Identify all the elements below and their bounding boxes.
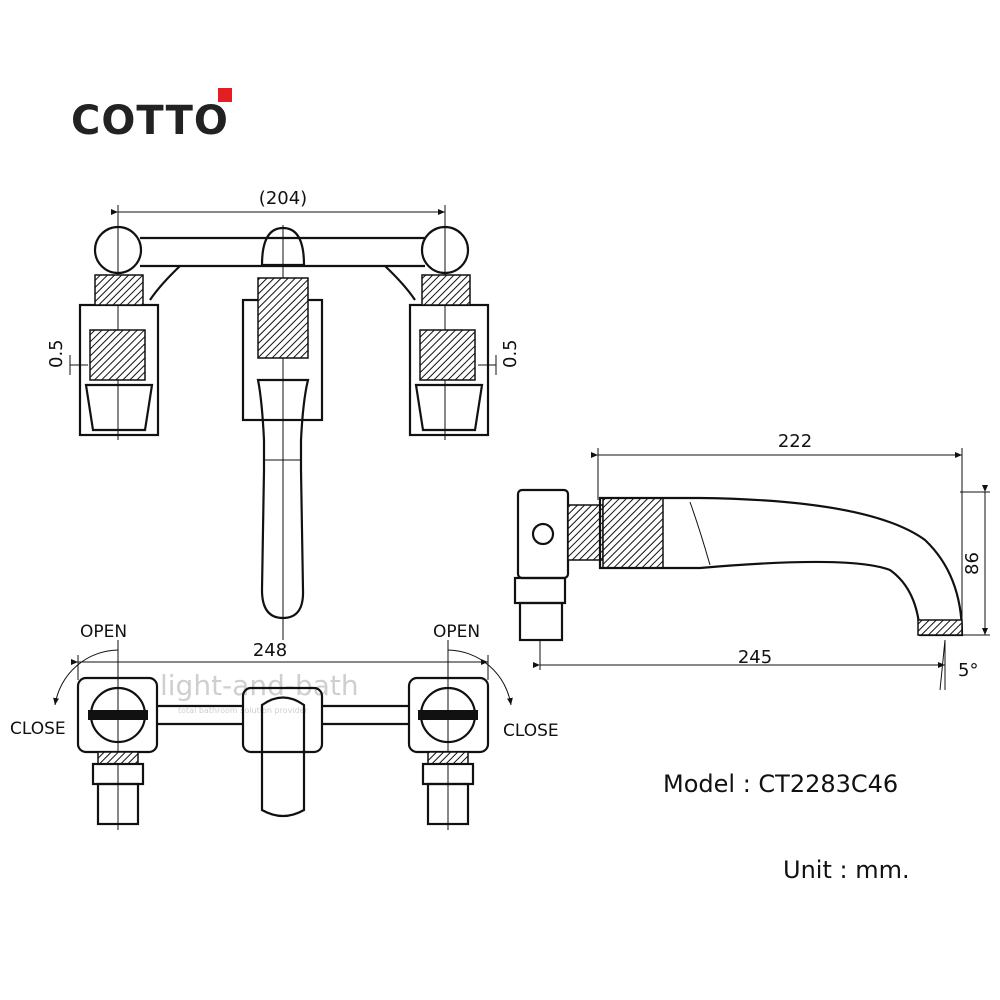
- dim-222: 222: [778, 431, 812, 452]
- label-close-right: CLOSE: [503, 721, 559, 741]
- dim-245: 245: [738, 647, 772, 668]
- front-view: (204) 0.5 0.5: [46, 188, 521, 640]
- dim-offset-left: 0.5: [46, 339, 67, 368]
- dim-248: 248: [253, 640, 287, 661]
- dim-86: 86: [962, 552, 983, 575]
- label-open-right: OPEN: [433, 622, 480, 642]
- dim-204: (204): [259, 188, 307, 209]
- unit-label: Unit : mm.: [783, 856, 910, 884]
- watermark-main: light-and-bath: [160, 669, 359, 702]
- dim-angle: 5°: [958, 660, 978, 681]
- model-label: Model : CT2283C46: [663, 770, 898, 798]
- logo-red-square: [218, 88, 232, 102]
- side-view: 222 86 245 5°: [513, 431, 990, 691]
- cotto-logo: COTTO: [71, 88, 232, 144]
- dim-offset-right: 0.5: [500, 339, 521, 368]
- plan-view: 248 light-and-bath total bathroom soluti…: [10, 622, 559, 830]
- label-close-left: CLOSE: [10, 719, 66, 739]
- label-open-left: OPEN: [80, 622, 127, 642]
- logo-text: COTTO: [71, 98, 229, 144]
